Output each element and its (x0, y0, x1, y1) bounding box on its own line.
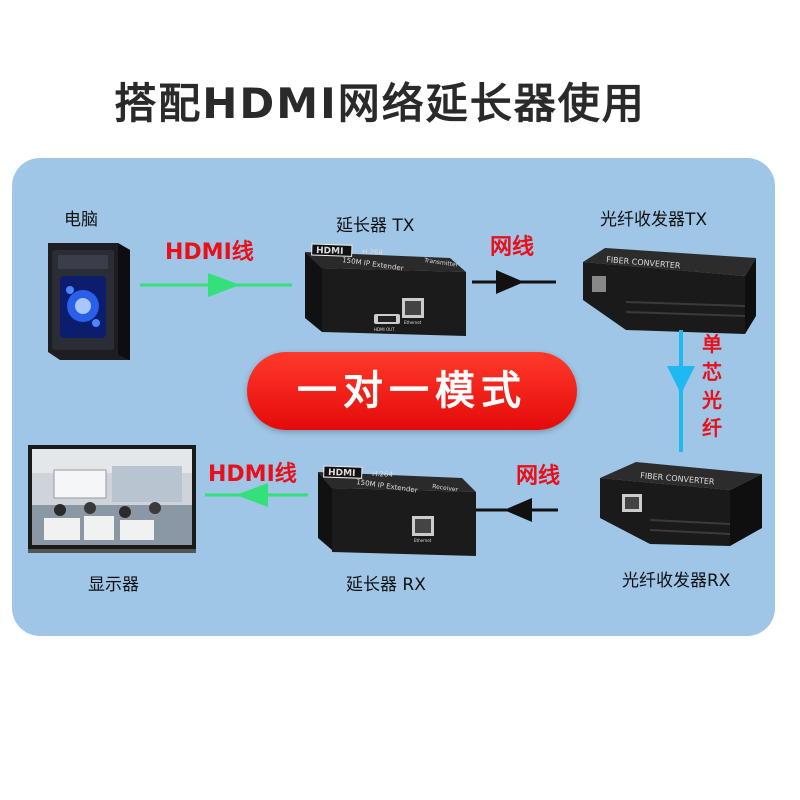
hdmi-bottom-arrow (205, 483, 308, 507)
extender-tx-device: HDMI H.264 150M IP Extender Transmitter … (305, 243, 466, 336)
cable-label-lan-top: 网线 (490, 235, 535, 260)
rx-codec: H.264 (372, 470, 394, 479)
tx-hdmi-out: HDMI OUT (374, 327, 395, 332)
label-pc: 电脑 (64, 210, 98, 230)
lan-bottom-arrow (476, 498, 558, 522)
tx-codec: H.264 (362, 248, 384, 257)
rx-hdmi-logo: HDMI (328, 468, 356, 479)
page-title: 搭配HDMI网络延长器使用 (114, 79, 646, 128)
rx-ethernet: Ethernet (414, 538, 432, 543)
label-extender-rx: 延长器 RX (346, 575, 426, 595)
label-extender-tx: 延长器 TX (336, 216, 415, 236)
pc-tower-icon (48, 243, 130, 360)
fiber-arrow (667, 330, 695, 452)
label-fiber-rx: 光纤收发器RX (622, 571, 731, 591)
hdmi-top-arrow (140, 273, 292, 297)
label-fiber-tx: 光纤收发器TX (600, 210, 708, 230)
rx-role: Receiver (432, 483, 459, 494)
tx-role: Transmitter (423, 257, 459, 269)
extender-rx-device: HDMI H.264 150M IP Extender Receiver Eth… (318, 465, 476, 556)
cable-label-hdmi-bottom: HDMI线 (208, 462, 297, 487)
tx-ethernet: Ethernet (404, 320, 422, 325)
mode-badge: 一对一模式 (247, 352, 577, 430)
cable-label-hdmi-top: HDMI线 (165, 240, 254, 265)
fiber-converter-tx-device: FIBER CONVERTER (583, 248, 756, 334)
cable-label-fiber: 单芯光纤 (702, 332, 722, 440)
display-icon (28, 445, 196, 553)
tx-hdmi-logo: HDMI (316, 246, 344, 257)
lan-top-arrow (472, 270, 556, 294)
label-display: 显示器 (88, 575, 139, 595)
cable-label-lan-bottom: 网线 (516, 464, 561, 489)
fiber-converter-rx-device: FIBER CONVERTER (600, 462, 762, 546)
